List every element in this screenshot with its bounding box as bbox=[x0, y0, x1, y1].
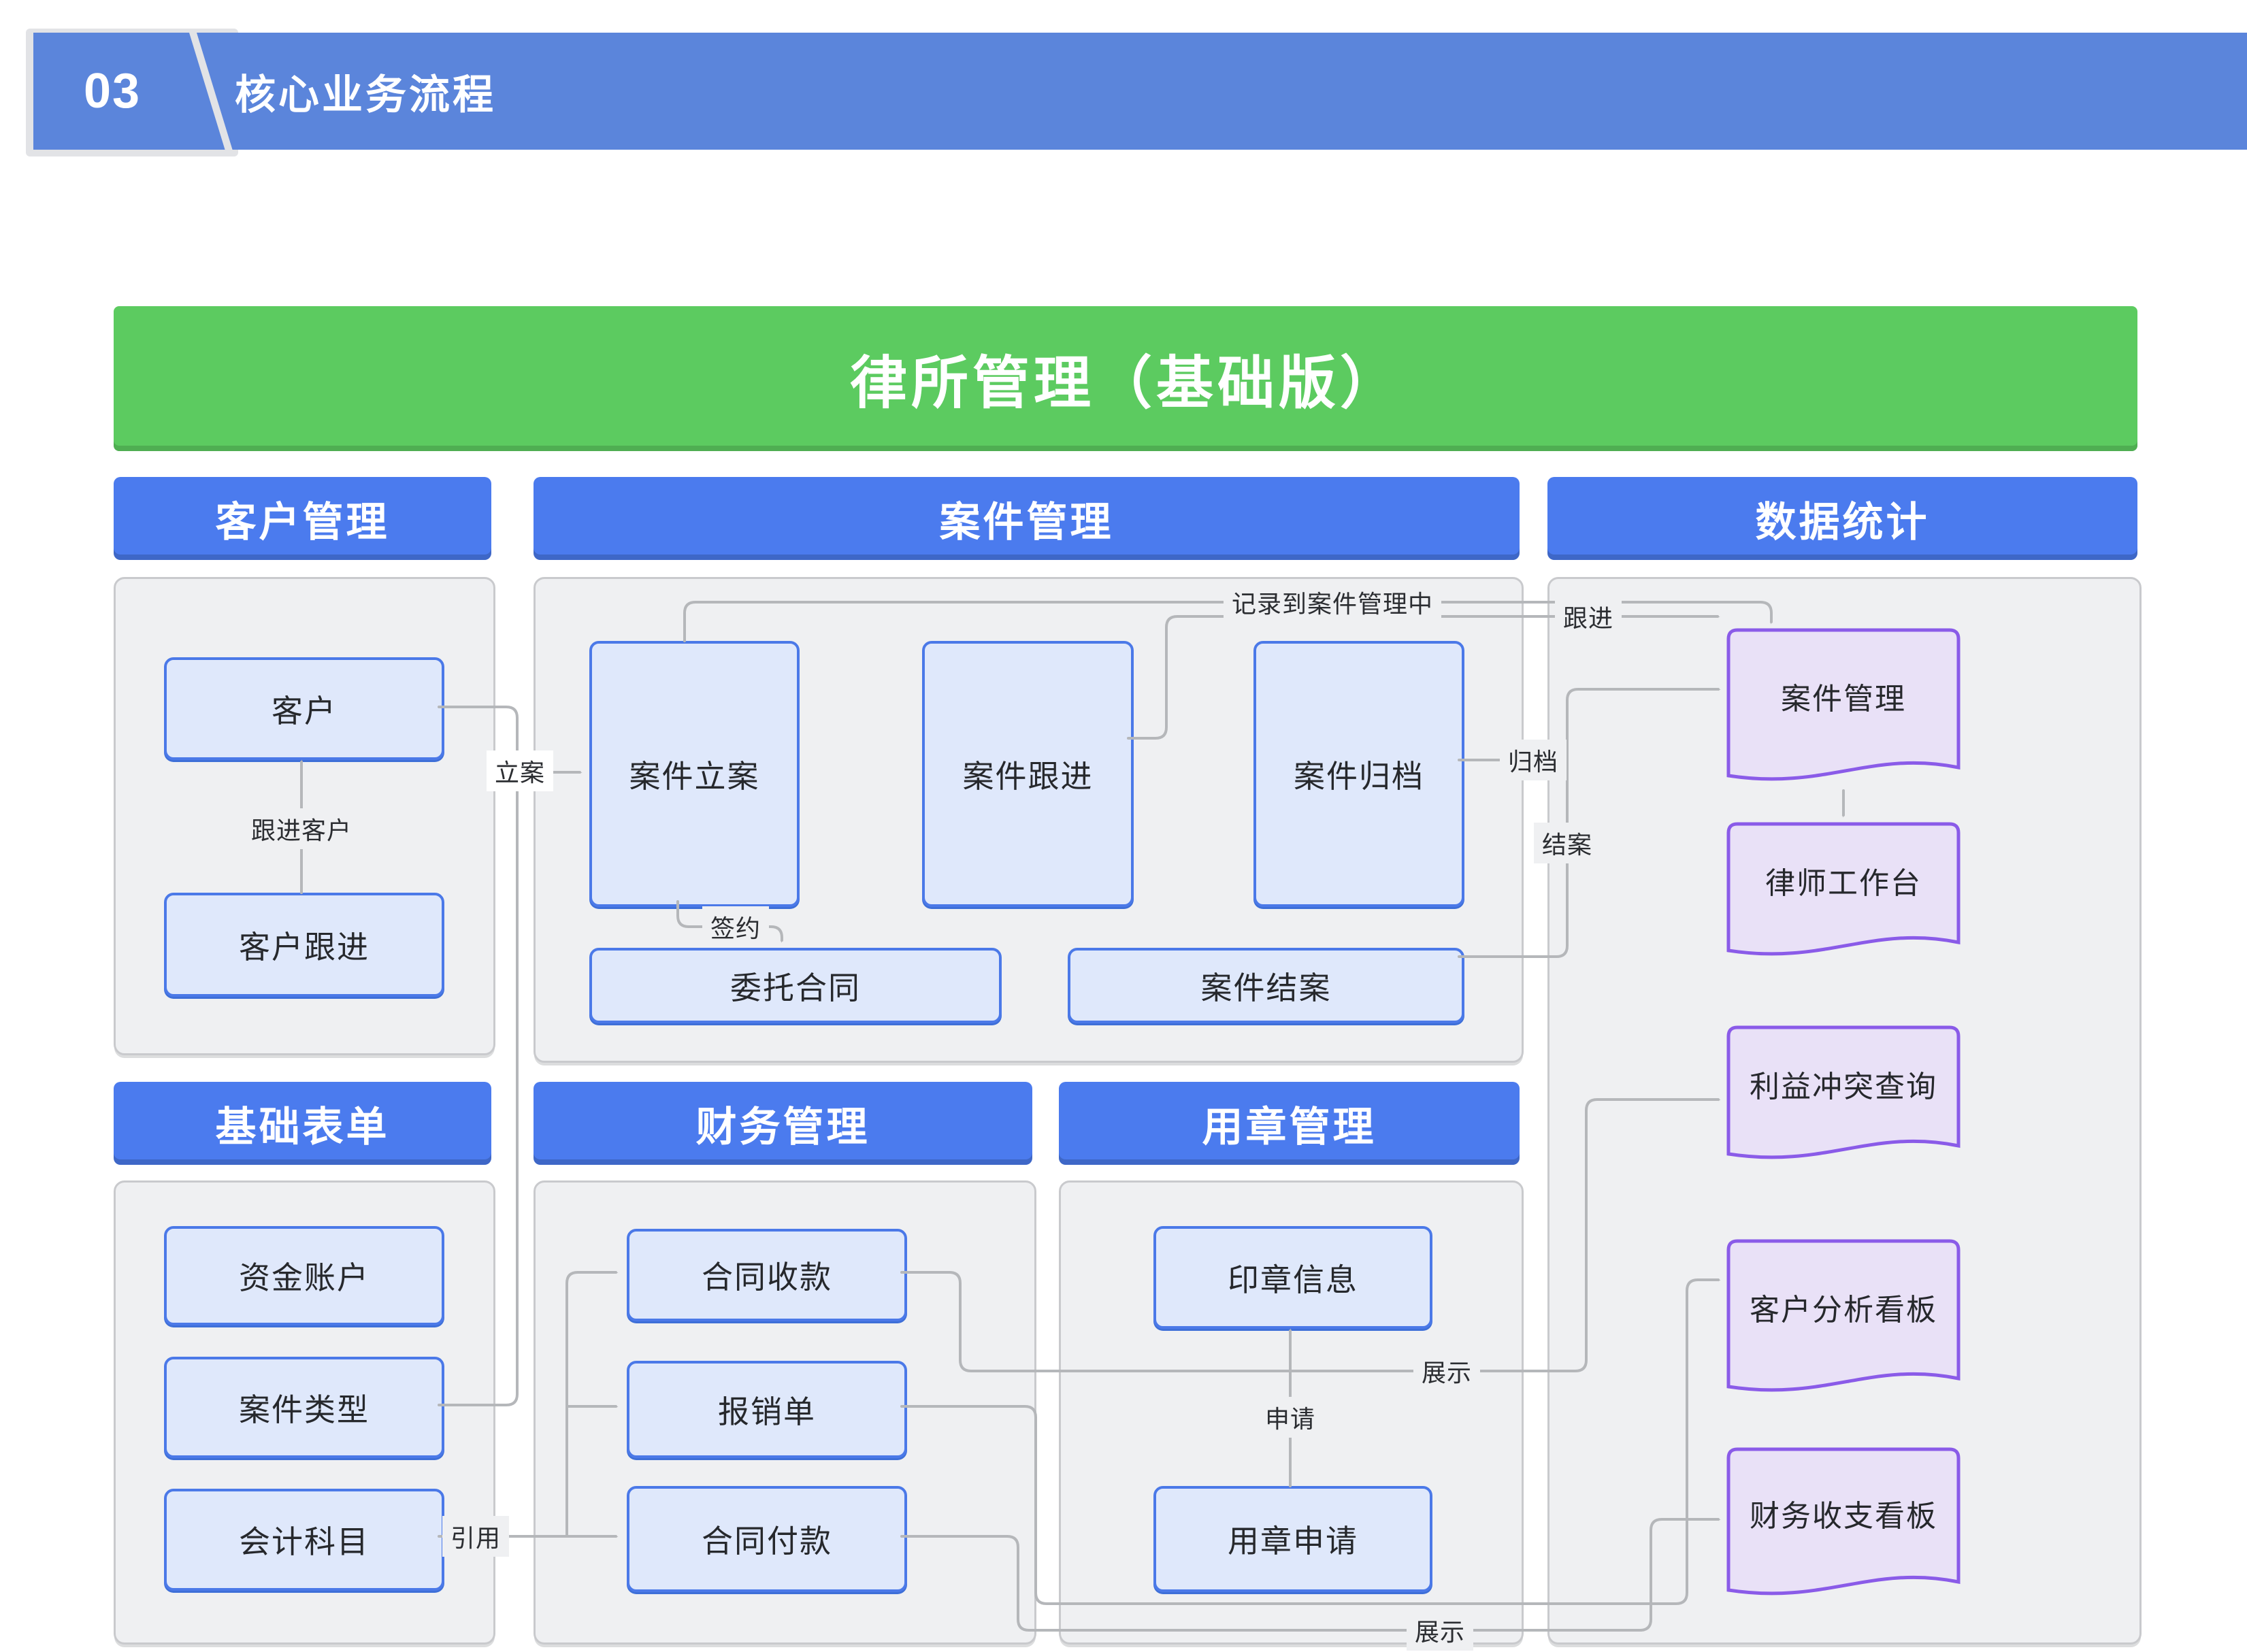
edge-label-filing: 立案 bbox=[486, 750, 554, 791]
banner-title: 律所管理（基础版） bbox=[114, 306, 2137, 451]
doc-lawyer-workbench: 律师工作台 bbox=[1726, 822, 1961, 960]
section-header-finance: 财务管理 bbox=[534, 1082, 1032, 1165]
edge-label-sign: 签约 bbox=[702, 906, 770, 947]
edge-label-display-bottom: 展示 bbox=[1406, 1610, 1474, 1651]
section-header-case: 案件管理 bbox=[534, 477, 1520, 560]
box-seal-info: 印章信息 bbox=[1153, 1226, 1432, 1329]
slide-number: 03 bbox=[83, 64, 142, 118]
box-case-type: 案件类型 bbox=[164, 1357, 444, 1458]
edge-label-close: 结案 bbox=[1533, 823, 1601, 863]
doc-label: 财务收支看板 bbox=[1750, 1499, 1937, 1533]
edge-label-cite: 引用 bbox=[442, 1516, 510, 1557]
box-seal-apply: 用章申请 bbox=[1153, 1486, 1432, 1592]
section-header-forms: 基础表单 bbox=[114, 1082, 491, 1165]
box-customer-follow: 客户跟进 bbox=[164, 893, 444, 997]
doc-finance-dashboard: 财务收支看板 bbox=[1726, 1447, 1961, 1600]
doc-label: 案件管理 bbox=[1781, 682, 1906, 716]
edge-label-follow-customer: 跟进客户 bbox=[242, 808, 361, 849]
box-contract-payment: 合同付款 bbox=[627, 1486, 907, 1592]
page-title: 核心业务流程 bbox=[235, 71, 496, 118]
box-contract-receipt: 合同收款 bbox=[627, 1229, 907, 1321]
edge-label-record-to-case: 记录到案件管理中 bbox=[1223, 582, 1442, 623]
box-case-follow: 案件跟进 bbox=[922, 641, 1134, 907]
box-case-filing: 案件立案 bbox=[589, 641, 800, 907]
doc-label: 律师工作台 bbox=[1765, 867, 1922, 900]
doc-label: 客户分析看板 bbox=[1750, 1293, 1937, 1327]
box-contract: 委托合同 bbox=[589, 948, 1002, 1023]
edge-label-apply: 申请 bbox=[1256, 1397, 1324, 1438]
box-case-archive: 案件归档 bbox=[1253, 641, 1464, 907]
doc-conflict-check: 利益冲突查询 bbox=[1726, 1025, 1961, 1163]
edge-label-follow: 跟进 bbox=[1554, 596, 1622, 637]
doc-customer-dashboard: 客户分析看板 bbox=[1726, 1239, 1961, 1396]
topbar bbox=[33, 33, 2247, 150]
section-header-seal: 用章管理 bbox=[1059, 1082, 1520, 1165]
box-case-close: 案件结案 bbox=[1068, 948, 1464, 1023]
section-header-customer: 客户管理 bbox=[114, 477, 491, 560]
section-header-stats: 数据统计 bbox=[1547, 477, 2137, 560]
doc-case-mgmt: 案件管理 bbox=[1726, 628, 1961, 785]
doc-label: 利益冲突查询 bbox=[1750, 1070, 1937, 1104]
box-expense-form: 报销单 bbox=[627, 1361, 907, 1458]
box-customer: 客户 bbox=[164, 657, 444, 760]
edge-label-archive: 归档 bbox=[1499, 740, 1567, 780]
box-accounting-subject: 会计科目 bbox=[164, 1489, 444, 1591]
box-fund-account: 资金账户 bbox=[164, 1226, 444, 1325]
edge-label-display-top: 展示 bbox=[1413, 1351, 1481, 1391]
